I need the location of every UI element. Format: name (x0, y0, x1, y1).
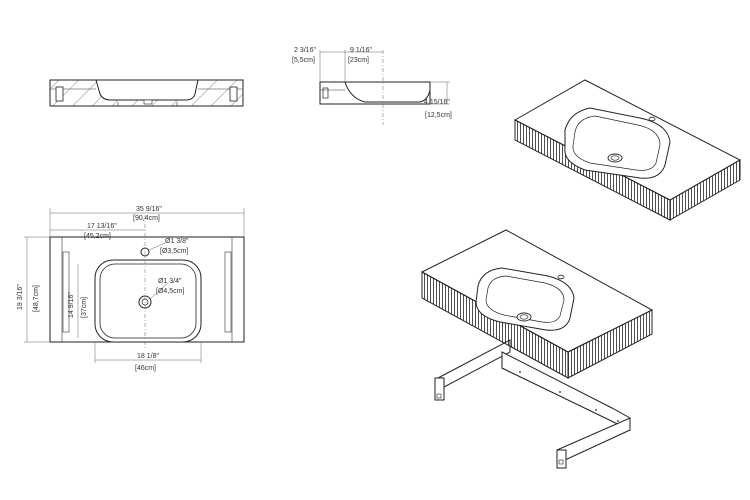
isometric-basin-stand-view (420, 229, 654, 469)
isometric-basin-view (513, 79, 742, 221)
overall-depth-label: 19 3/16" (17, 284, 24, 310)
total-height-cm-label: [12,5cm] (425, 112, 452, 119)
rim-height-cm-label: [5,5cm] (292, 57, 315, 64)
basin-length-label: 14 9/16" (68, 292, 75, 318)
total-height-label: 4 15/16" (424, 99, 450, 106)
center-offset-cm-label: [45,2cm] (84, 233, 111, 240)
drain-hole-label: Ø1 3/4" (158, 278, 182, 285)
overall-width-cm-label: [90,4cm] (133, 215, 160, 222)
basin-depth-label: 9 1/16" (350, 47, 372, 54)
side-section-view: 2 3/16" [5,5cm] 9 1/16" [23cm] 4 15/16" … (292, 47, 452, 125)
front-section-view (49, 79, 244, 107)
drain-hole-cm-label: [Ø4,5cm] (156, 288, 184, 295)
tap-hole-label: Ø1 3/8" (165, 238, 189, 245)
rim-height-label: 2 3/16" (294, 47, 316, 54)
tap-hole-cm-label: [Ø3,5cm] (160, 248, 188, 255)
overall-width-label: 35 9/16" (136, 206, 162, 213)
basin-width-cm-label: [46cm] (135, 365, 156, 372)
plan-view: 35 9/16" [90,4cm] 17 13/16" [45,2cm] Ø1 … (17, 206, 245, 372)
basin-length-cm-label: [37cm] (81, 297, 88, 318)
overall-depth-cm-label: [48,7cm] (33, 285, 40, 312)
center-offset-label: 17 13/16" (87, 223, 117, 230)
basin-depth-cm-label: [23cm] (348, 57, 369, 64)
basin-width-label: 18 1/8" (137, 353, 159, 360)
